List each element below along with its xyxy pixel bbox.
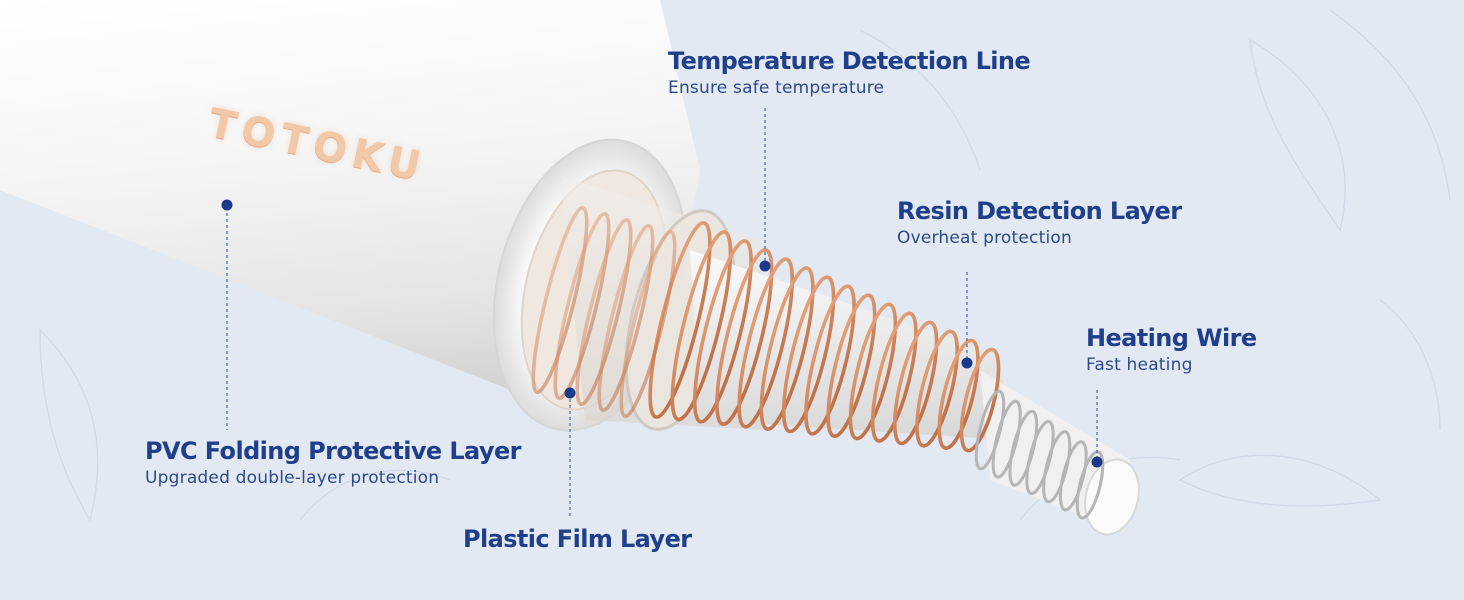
callout-pvc-folding-protective-layer: PVC Folding Protective Layer Upgraded do…: [145, 436, 521, 490]
copper-coil-loop: [737, 257, 795, 429]
copper-coil-loop: [826, 293, 877, 439]
copper-coil-loop: [804, 284, 856, 436]
inner-spring-coil: [974, 389, 1105, 520]
marker-resin-detection-layer: [961, 357, 973, 369]
copper-coil-loop: [893, 320, 939, 446]
copper-coil-loop: [759, 266, 815, 431]
callout-title: Heating Wire: [1086, 324, 1257, 352]
silver-coil-loop: [991, 399, 1022, 479]
callout-title: Temperature Detection Line: [668, 47, 1031, 75]
marker-plastic-film-layer: [564, 387, 576, 399]
callout-title: PVC Folding Protective Layer: [145, 437, 521, 465]
callout-subtitle: Overheat protection: [897, 228, 1072, 248]
callout-resin-detection-layer: Resin Detection Layer Overheat protectio…: [897, 196, 1182, 250]
marker-pvc-folding-protective-layer: [221, 199, 233, 211]
copper-coil-loop: [715, 248, 774, 427]
marker-heating-wire: [1091, 456, 1103, 468]
copper-coil-loop: [870, 311, 918, 443]
callout-markers: [221, 199, 1103, 468]
copper-coil-loop: [531, 205, 589, 395]
callout-title: Plastic Film Layer: [463, 525, 692, 553]
copper-coil-loop: [915, 329, 959, 448]
copper-coil-loop: [692, 239, 753, 424]
callout-temperature-detection-line: Temperature Detection Line Ensure safe t…: [668, 46, 1031, 100]
callout-title: Resin Detection Layer: [897, 197, 1182, 225]
callout-plastic-film-layer: Plastic Film Layer: [463, 524, 692, 554]
copper-coil-loop: [781, 275, 836, 434]
callout-heating-wire: Heating Wire Fast heating: [1086, 323, 1257, 377]
copper-coil-loop: [553, 211, 611, 401]
silver-coil-loop: [1042, 430, 1072, 504]
callout-leaders: [226, 108, 1098, 518]
copper-coil-loop: [597, 223, 655, 413]
copper-coil-loop: [575, 217, 633, 407]
copper-coil-loop: [937, 338, 980, 450]
callout-subtitle: Fast heating: [1086, 355, 1193, 375]
copper-coil-loop: [959, 347, 1001, 453]
copper-coil-loop: [848, 302, 898, 441]
copper-coil-loop: [619, 229, 677, 419]
copper-coil-loop: [670, 230, 733, 422]
silver-coil-loop: [1075, 450, 1105, 520]
copper-coil-loop: [648, 221, 712, 419]
copper-heating-coil: [531, 205, 1001, 453]
callout-subtitle: Ensure safe temperature: [668, 78, 885, 98]
callout-subtitle: Upgraded double-layer protection: [145, 468, 440, 488]
marker-temperature-detection-line: [759, 260, 771, 272]
